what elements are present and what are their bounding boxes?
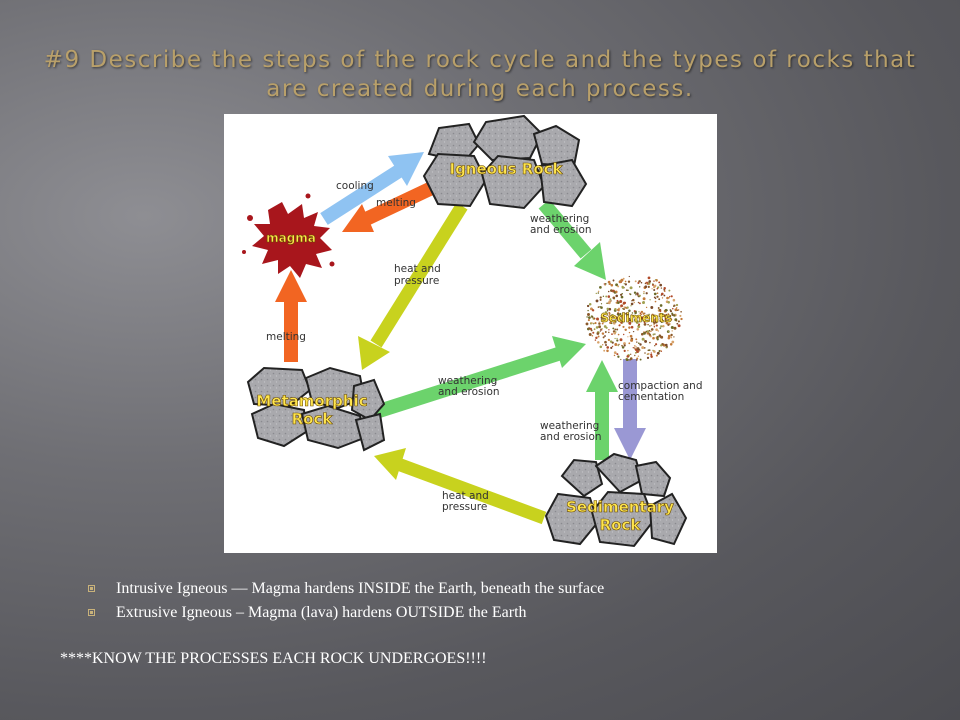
- metamorphic-rock-node: [246, 366, 386, 452]
- arrow-compaction: [614, 359, 646, 460]
- rock-cycle-svg: Igneous Rock magma Sediments Metamorphic…: [242, 114, 703, 548]
- arrow-melting-left: [275, 270, 307, 362]
- sediments-node: [585, 275, 683, 361]
- label-heat-pressure-left-1: heat and: [394, 263, 441, 275]
- slide-title: #9 Describe the steps of the rock cycle …: [43, 47, 917, 102]
- label-weathering-top-2: and erosion: [530, 224, 592, 236]
- sedimentary-label-line2: Rock: [600, 516, 642, 534]
- label-weathering-bottom-1: weathering: [540, 420, 599, 432]
- square-bullet-icon: [88, 609, 95, 616]
- bullet-text: Extrusive Igneous – Magma (lava) hardens…: [116, 604, 527, 621]
- label-cooling: cooling: [336, 180, 374, 192]
- label-melting-left: melting: [266, 331, 306, 343]
- sediments-label: Sediments: [600, 311, 672, 325]
- arrow-weathering-top: [538, 199, 606, 280]
- arrow-melting-top: [342, 179, 439, 232]
- arrow-heat-pressure-bottom: [374, 448, 547, 525]
- sedimentary-label-line1: Sedimentary: [566, 498, 674, 516]
- bullet-item-intrusive: Intrusive Igneous — Magma hardens INSIDE…: [88, 577, 604, 601]
- igneous-rock-node: [422, 114, 588, 210]
- label-weathering-bottom-2: and erosion: [540, 431, 602, 443]
- label-compaction-2: cementation: [618, 391, 684, 403]
- label-heat-pressure-left-2: pressure: [394, 275, 439, 287]
- igneous-rock-label: Igneous Rock: [449, 160, 563, 178]
- bullet-text: Intrusive Igneous — Magma hardens INSIDE…: [116, 580, 605, 597]
- label-compaction-1: compaction and: [618, 380, 703, 392]
- arrow-weathering-mid: [373, 336, 586, 419]
- arrow-heat-pressure-left: [358, 202, 468, 370]
- bullet-list: Intrusive Igneous — Magma hardens INSIDE…: [88, 577, 604, 625]
- metamorphic-label-line2: Rock: [292, 410, 334, 428]
- magma-label: magma: [266, 231, 316, 245]
- label-heat-pressure-bottom-2: pressure: [442, 501, 487, 513]
- emphasis-note: ****KNOW THE PROCESSES EACH ROCK UNDERGO…: [60, 650, 487, 667]
- rock-cycle-diagram: Igneous Rock magma Sediments Metamorphic…: [224, 114, 717, 553]
- magma-node: [242, 193, 335, 278]
- arrow-cooling: [320, 152, 424, 225]
- label-heat-pressure-bottom-1: heat and: [442, 490, 489, 502]
- sedimentary-rock-node: [544, 452, 688, 548]
- label-weathering-mid-2: and erosion: [438, 386, 500, 398]
- label-weathering-mid-1: weathering: [438, 375, 497, 387]
- square-bullet-icon: [88, 585, 95, 592]
- bullet-item-extrusive: Extrusive Igneous – Magma (lava) hardens…: [88, 601, 604, 625]
- label-melting-top: melting: [376, 197, 416, 209]
- arrow-weathering-bottom: [586, 360, 618, 460]
- label-weathering-top-1: weathering: [530, 213, 589, 225]
- metamorphic-label-line1: Metamorphic: [256, 392, 367, 410]
